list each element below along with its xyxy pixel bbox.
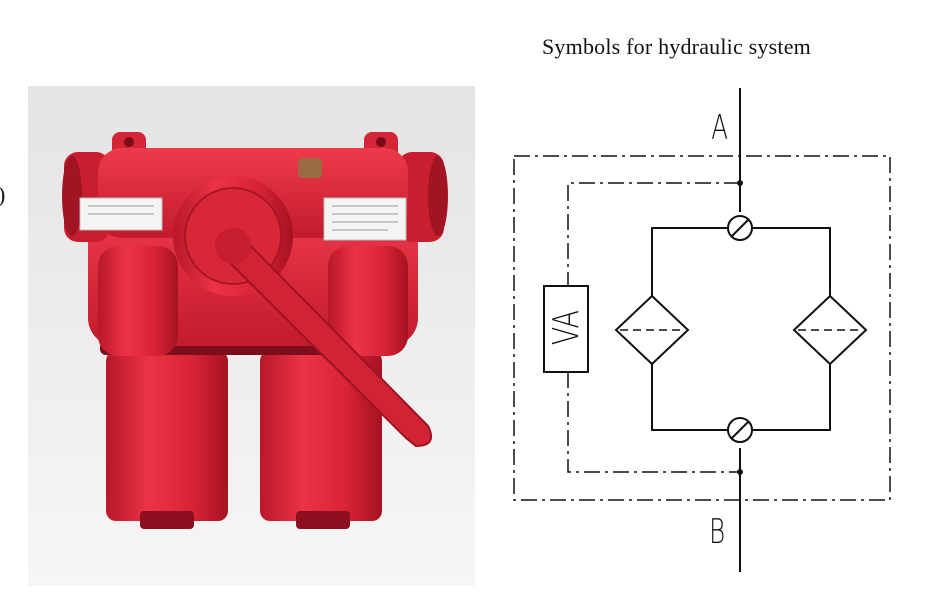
indicator-box <box>543 285 589 373</box>
component-frame <box>513 155 891 501</box>
diagram-title: Symbols for hydraulic system <box>542 34 811 59</box>
filter-symbol-right <box>792 294 868 366</box>
cropped-text-mark: ) <box>0 182 5 208</box>
duplex-filter-photo <box>28 86 475 586</box>
right-filter-bowl <box>260 351 382 521</box>
hydraulic-symbol-diagram <box>513 88 891 572</box>
port-a-label: A <box>711 108 729 148</box>
filter-symbol-left <box>614 294 690 366</box>
left-filter-bowl <box>106 351 228 521</box>
port-b-label: B <box>709 512 726 552</box>
right-nameplate <box>323 197 407 241</box>
indicator-label: VA <box>546 310 587 346</box>
changeover-handle <box>216 239 432 448</box>
